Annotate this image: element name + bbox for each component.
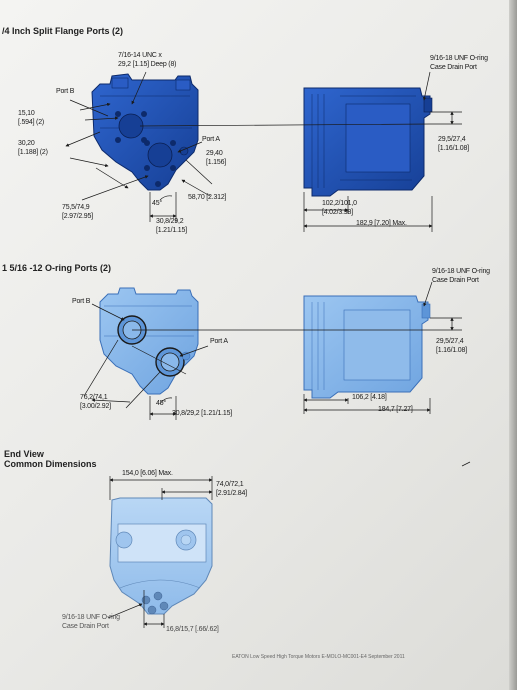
- port-b-label-2: Port B: [72, 298, 91, 305]
- dimensions-section2: [83, 281, 462, 420]
- unc-label: 7/16-14 UNC x: [118, 52, 162, 59]
- dim-74-0-inch: [2.91/2.84]: [216, 490, 247, 497]
- unc-depth-label: 29,2 [1.15] Deep (8): [118, 61, 177, 68]
- port-a-label: Port A: [202, 136, 220, 143]
- dim-102-2: 102,2/101,0: [322, 200, 357, 207]
- section1-heading: /4 Inch Split Flange Ports (2): [2, 26, 124, 36]
- dimensions-section1: [65, 71, 462, 232]
- dim-75-5: 75,5/74,9: [62, 204, 90, 211]
- drain-label-sec2-2: Case Drain Port: [432, 277, 479, 284]
- angle-45-label-2: 45°: [156, 400, 166, 407]
- dim-75-5-inch: [2.97/2.95]: [62, 213, 93, 220]
- dim-16-8: 16,8/15,7 [.66/.62]: [166, 626, 219, 633]
- dim-184-7: 184,7 [7.27]: [378, 406, 413, 413]
- side-view-oring: [303, 295, 431, 399]
- page-edge-shadow: [509, 0, 517, 690]
- end-view-heading: End View: [4, 449, 44, 459]
- front-view-flange: [91, 73, 199, 191]
- dim-182-9: 182,9 [7.20] Max.: [356, 220, 407, 227]
- drain-label-sec2: 9/16-18 UNF O-ring: [432, 268, 490, 275]
- dim-30-8-2: 30,8/29,2 [1.21/1.15]: [172, 410, 233, 417]
- dim-29-40: 29,40: [206, 150, 223, 157]
- page-footer: EATON Low Speed High Torque Motors E-MOL…: [232, 654, 405, 660]
- common-dimensions-heading: Common Dimensions: [4, 459, 97, 469]
- drain-label-end-2: Case Drain Port: [62, 623, 109, 630]
- dim-30-8-inch: [1.21/1.15]: [156, 227, 187, 234]
- dim-30-20: 30,20: [18, 140, 35, 147]
- port-b-label: Port B: [56, 88, 75, 95]
- section2-heading: 1 5/16 -12 O-ring Ports (2): [2, 263, 112, 273]
- side-view-flange: [303, 87, 433, 197]
- dim-102-2-inch: [4.02/3.98]: [322, 209, 353, 216]
- dim-76-2: 76,2/74,1: [80, 394, 108, 401]
- drain-label: 9/16-18 UNF O-ring: [430, 55, 488, 62]
- dim-30-20-inch: [1.188] (2): [18, 149, 48, 156]
- dim-106-2: 106,2 [4.18]: [352, 394, 387, 401]
- dim-58-70: 58,70 [2.312]: [188, 194, 227, 201]
- front-view-oring: [99, 287, 199, 395]
- dim-15-10-inch: [.594] (2): [18, 119, 45, 126]
- dim-154-0: 154,0 [6.06] Max.: [122, 470, 173, 477]
- dim-29-5-sec2: 29,5/27,4: [436, 338, 464, 345]
- port-a-label-2: Port A: [210, 338, 228, 345]
- dimensions-section3: [107, 461, 471, 628]
- dim-74-0: 74,0/72,1: [216, 481, 244, 488]
- dim-29-5: 29,5/27,4: [438, 136, 466, 143]
- end-view-body: [109, 497, 213, 615]
- dim-29-40-inch: [1.156]: [206, 159, 227, 166]
- dim-29-5-inch: [1.16/1.08]: [438, 145, 469, 152]
- drain-label-end: 9/16-18 UNF O-ring: [62, 614, 120, 621]
- dim-29-5-sec2-inch: [1.16/1.08]: [436, 347, 467, 354]
- angle-45-label: 45°: [152, 200, 162, 207]
- dim-30-8: 30,8/29,2: [156, 218, 184, 225]
- dim-15-10: 15,10: [18, 110, 35, 117]
- dim-76-2-inch: [3.00/2.92]: [80, 403, 111, 410]
- drain-label-2: Case Drain Port: [430, 64, 477, 71]
